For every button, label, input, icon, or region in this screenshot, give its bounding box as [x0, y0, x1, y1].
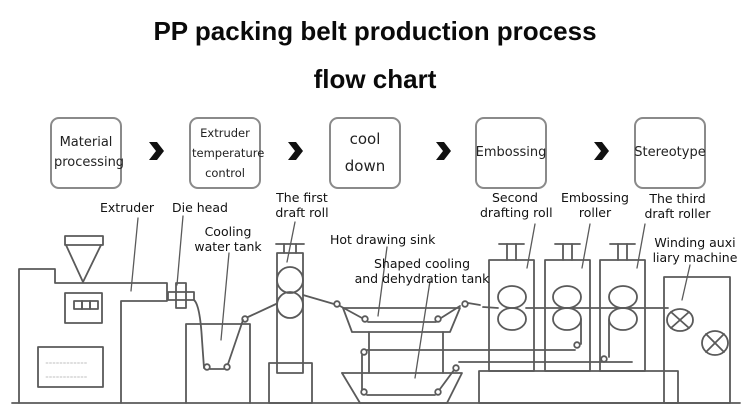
- chevron-right-icon: [436, 142, 451, 160]
- first-draft-roll: [268, 243, 341, 404]
- label-line: The third: [649, 191, 706, 206]
- step-stereotype: Stereotype: [634, 117, 706, 189]
- step-label: Embossing: [475, 144, 547, 160]
- step-extruder-temperature-control: Extruder temperature control: [189, 117, 265, 189]
- label-line: liary machine: [652, 250, 738, 265]
- label-line: draft roll: [275, 205, 329, 220]
- label-first-draft-roll: The first draft roll: [272, 190, 332, 220]
- step-cool-down: cool down: [329, 117, 401, 189]
- label-line: water tank: [194, 239, 262, 254]
- label-line: roller: [578, 205, 612, 220]
- label-cooling-water-tank: Cooling water tank: [193, 224, 263, 254]
- label-line: The first: [276, 190, 328, 205]
- hot-drawing-sink: [339, 300, 481, 374]
- label-line: Shaped cooling: [373, 256, 471, 271]
- label-line: Embossing: [560, 190, 629, 205]
- label-line: Cooling: [204, 224, 252, 239]
- die-head: [167, 282, 195, 309]
- step-label: Extruder temperature control: [192, 125, 265, 181]
- label-extruder: Extruder: [100, 200, 155, 215]
- label-hot-drawing-sink: Hot drawing sink: [330, 232, 436, 247]
- leader-lines: [130, 215, 691, 379]
- label-line: draft roller: [644, 206, 711, 221]
- cooling-water-tank: [185, 299, 277, 404]
- diagram-title-line-1: PP packing belt production process: [153, 16, 597, 46]
- chevron-right-icon: [594, 142, 609, 160]
- winding-auxiliary-machine: [663, 276, 731, 404]
- label-line: and dehydration tank: [354, 271, 490, 286]
- chevron-right-icon: [288, 142, 303, 160]
- label-shaped-cooling-dehydration-tank: Shaped cooling and dehydration tank: [352, 256, 492, 286]
- label-line: Second: [491, 190, 538, 205]
- step-embossing: Embossing: [475, 117, 547, 189]
- label-third-draft-roller: The third draft roller: [640, 191, 715, 221]
- label-second-drafting-roll: Second drafting roll: [480, 190, 553, 220]
- shaped-cooling-dehydration-tank: [341, 348, 633, 404]
- label-line: Winding auxi: [654, 235, 736, 250]
- extruder: [18, 235, 168, 404]
- belt-path: [482, 306, 499, 309]
- label-embossing-roller: Embossing roller: [560, 190, 630, 220]
- step-label: Material processing: [54, 134, 125, 170]
- step-label: cool down: [344, 130, 386, 175]
- second-drafting-roll: [478, 243, 679, 404]
- diagram-title-line-2: flow chart: [313, 64, 437, 94]
- step-material-processing: Material processing: [50, 117, 125, 189]
- label-line: drafting roll: [480, 205, 553, 220]
- label-winding-auxiliary-machine: Winding auxi liary machine: [650, 235, 740, 265]
- step-label: Stereotype: [634, 144, 706, 160]
- label-die-head: Die head: [172, 200, 228, 215]
- chevron-right-icon: [149, 142, 164, 160]
